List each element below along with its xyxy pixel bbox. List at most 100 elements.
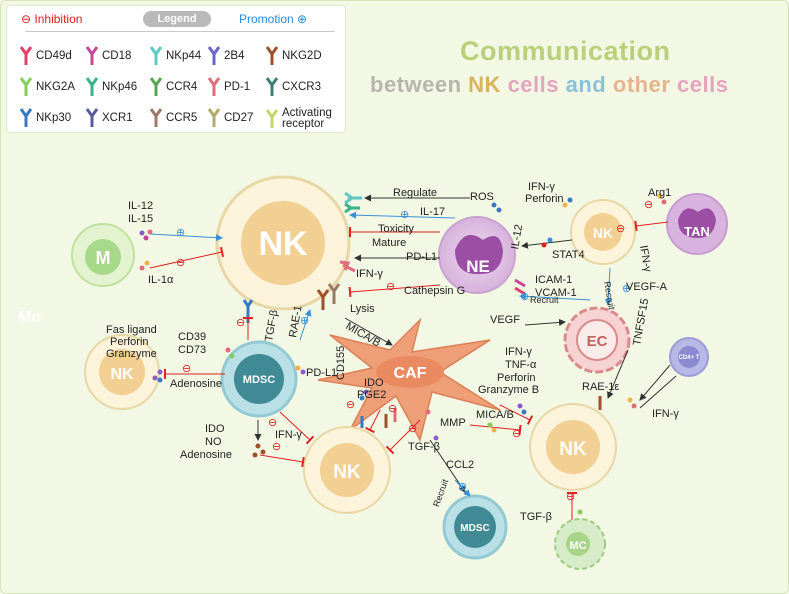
macrophage-cell: M xyxy=(71,223,135,287)
label-il15: IL-15 xyxy=(128,213,153,225)
svg-text:⊖: ⊖ xyxy=(346,399,355,411)
svg-text:⊖: ⊖ xyxy=(388,403,397,415)
svg-text:⊖: ⊖ xyxy=(182,363,191,375)
mo-label: Mo xyxy=(18,309,41,326)
label-tnfsf15: TNFSF15 xyxy=(631,297,651,346)
label-cd39: CD39 xyxy=(178,331,206,343)
label-ifng-top: IFN-γ xyxy=(528,181,555,193)
cytokine-dots xyxy=(139,193,667,515)
caf-label: CAF xyxy=(394,365,427,382)
label-mature: Mature xyxy=(372,237,406,249)
legend-item-label: NKp30 xyxy=(36,112,72,124)
svg-text:⊕: ⊕ xyxy=(300,315,309,327)
legend-item-label: NKG2A xyxy=(36,81,75,93)
label-stat4: STAT4 xyxy=(552,249,585,261)
legend-item-label: CD27 xyxy=(224,112,254,124)
label-vegf: VEGF xyxy=(490,314,520,326)
label-ido-b: IDO xyxy=(205,423,225,435)
mast-cell: MC xyxy=(554,518,606,570)
tan-label: TAN xyxy=(684,224,710,239)
legend-inhibition: ⊖ Inhibition xyxy=(21,12,83,26)
label-regulate: Regulate xyxy=(393,187,437,199)
receptor-icon xyxy=(207,77,221,96)
label-recruit-ec: Recruit xyxy=(530,295,559,305)
label-no-b: NO xyxy=(205,436,222,448)
label-recruit-b: Recruit xyxy=(431,477,450,508)
mdsc-cell-bottom: MDSC xyxy=(442,494,508,560)
label-granzyme-left: Granzyme xyxy=(106,348,157,360)
title-line1: Communication xyxy=(460,36,671,66)
receptor-icon xyxy=(149,108,163,127)
ne-label: NE xyxy=(466,257,490,276)
label-pdl1-mdsc: PD-L1 xyxy=(306,367,337,379)
label-il17: IL-17 xyxy=(420,206,445,218)
receptor-icon xyxy=(85,108,99,127)
signal-symbols: ⊕ ⊖ ⊕ ⊖ ⊖ ⊕ ⊖ ⊖ ⊖ ⊖ ⊖ ⊖ ⊖ ⊕ ⊖ ⊕ ⊕ ⊖ ⊖ xyxy=(176,199,653,503)
label-tgfb-mc: TGF-β xyxy=(520,511,552,523)
title-line2: between NK cells and other cells xyxy=(370,72,728,98)
label-mica-b2: MICA/B xyxy=(476,409,514,421)
title-and: and xyxy=(565,72,607,97)
label-tgfb-top: TGF-β xyxy=(263,309,280,343)
label-icam: ICAM-1 xyxy=(535,274,572,286)
label-ifng-caf: IFN-γ xyxy=(505,346,532,358)
caf-cell: CAF xyxy=(317,317,501,443)
receptor-icon xyxy=(85,46,99,65)
legend-item-2b4: 2B4 xyxy=(207,46,244,66)
receptor-icon xyxy=(85,77,99,96)
svg-text:⊖: ⊖ xyxy=(616,223,625,235)
label-vegfa: VEGF-A xyxy=(626,281,668,293)
label-rae1e: RAE-1ε xyxy=(582,381,619,393)
label-cd155: CD155 xyxy=(335,346,347,380)
receptor-icon xyxy=(19,77,33,96)
label-tgfb-b: TGF-β xyxy=(408,441,440,453)
legend-item-pd-1: PD-1 xyxy=(207,77,250,97)
label-ros: ROS xyxy=(470,191,494,203)
label-ifng-b: IFN-γ xyxy=(275,429,302,441)
label-pge2: PGE2 xyxy=(357,389,386,401)
receptor-icon xyxy=(207,108,221,127)
legend-item-nkg2d: NKG2D xyxy=(265,46,322,66)
legend-item-label: PD-1 xyxy=(224,81,251,93)
receptor-icon xyxy=(265,46,279,65)
svg-text:⊕: ⊕ xyxy=(176,227,185,239)
label-granzymeb: Granzyme B xyxy=(478,384,539,396)
legend-item-ccr5: CCR5 xyxy=(149,108,197,128)
label-tnfa: TNF-α xyxy=(505,359,537,371)
label-perforin-caf: Perforin xyxy=(497,372,536,384)
label-vcam: VCAM-1 xyxy=(535,287,577,299)
svg-text:⊖: ⊖ xyxy=(386,281,395,293)
legend-item-nkg2a: NKG2A xyxy=(19,77,75,97)
legend-item-cxcr3: CXCR3 xyxy=(265,77,321,97)
label-cathepsin: Cathepsin G xyxy=(404,285,465,297)
label-il12-ne: IL-12 xyxy=(509,224,525,251)
label-recruit-ec2: Recruit xyxy=(602,281,617,311)
label-ifng-ne: IFN-γ xyxy=(356,268,383,280)
svg-text:⊕: ⊕ xyxy=(458,481,467,493)
receptor-icon xyxy=(207,46,221,65)
svg-text:⊖: ⊖ xyxy=(176,257,185,269)
label-adenosine-left: Adenosine xyxy=(170,378,222,390)
legend-item-label: NKp46 xyxy=(102,81,138,93)
nk-bottom-label: NK xyxy=(333,462,361,483)
svg-text:⊖: ⊖ xyxy=(272,441,281,453)
nk-cell-right: NK xyxy=(529,403,617,491)
receptor-icons xyxy=(242,191,602,428)
title-other: other xyxy=(612,72,671,97)
legend-item-label: CCR4 xyxy=(166,81,198,93)
legend-item-label: Activating receptor xyxy=(282,107,332,130)
neutrophil-cell: NE xyxy=(438,216,516,294)
receptor-icon xyxy=(19,46,33,65)
legend-item-nkp46: NKp46 xyxy=(85,77,137,97)
receptor-icon xyxy=(19,108,33,127)
legend-item-nkp44: NKp44 xyxy=(149,46,201,66)
label-adenosine-b: Adenosine xyxy=(180,449,232,461)
legend-item-label: CXCR3 xyxy=(282,81,321,93)
cd4-t-cell: CD4+ T xyxy=(669,337,709,377)
nk-cell-main: NK xyxy=(215,175,351,311)
legend-item-nkp30: NKp30 xyxy=(19,108,71,128)
legend-item-cd27: CD27 xyxy=(207,108,253,128)
receptor-icon xyxy=(149,46,163,65)
legend-divider xyxy=(25,31,335,32)
